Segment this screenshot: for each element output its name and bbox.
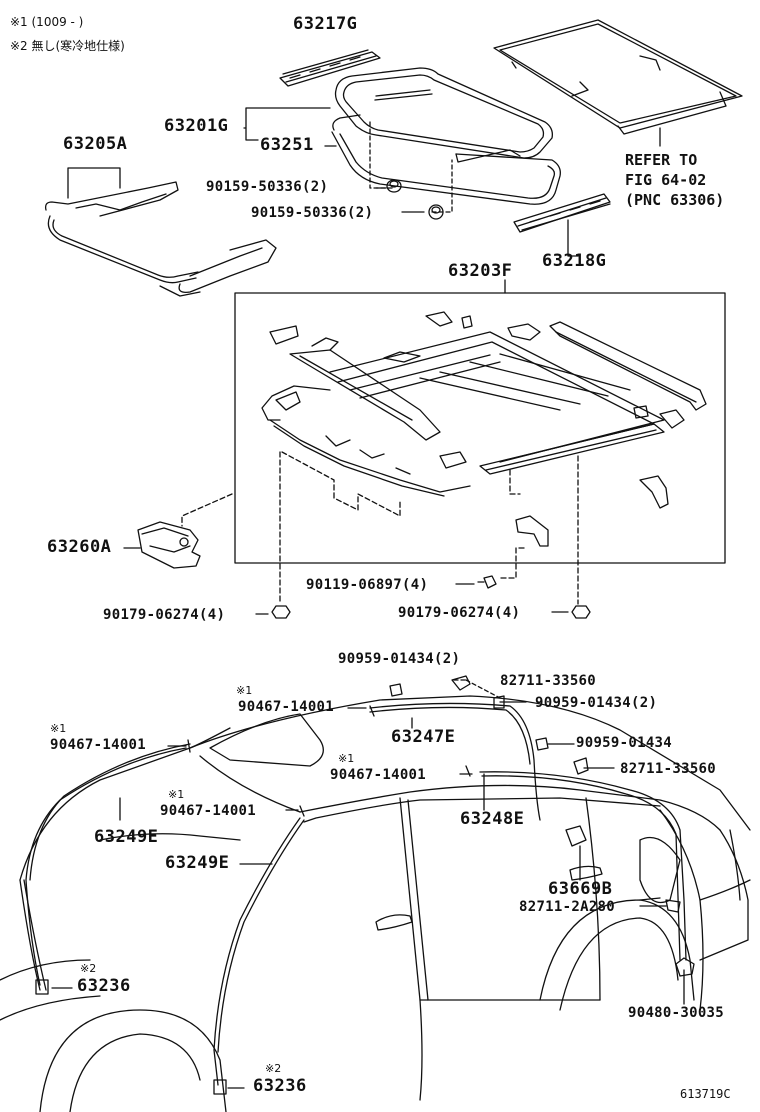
label-90480[interactable]: 90480-30035 <box>628 1005 725 1021</box>
label-63218g[interactable]: 63218G <box>542 251 607 271</box>
label-63236-b[interactable]: 63236 <box>253 1076 307 1096</box>
refer-line-2: FIG 64-02 <box>625 171 707 189</box>
frame-dashed-leaders <box>181 451 579 605</box>
figure-id: 613719C <box>680 1087 731 1101</box>
label-90959-a[interactable]: 90959-01434(2) <box>338 651 461 667</box>
label-63669b[interactable]: 63669B <box>548 879 613 899</box>
refer-note[interactable]: REFER TO FIG 64-02 (PNC 63306) <box>625 150 724 210</box>
label-63260a[interactable]: 63260A <box>47 537 112 557</box>
label-63251[interactable]: 63251 <box>260 135 314 155</box>
label-90467-b[interactable]: 90467-14001 <box>50 737 147 753</box>
mark-1-c: ※1 <box>338 752 355 765</box>
car-body-drawing <box>0 695 751 1112</box>
drain-hose-drawings <box>25 702 687 1086</box>
mark-2-b: ※2 <box>265 1062 282 1075</box>
sunroof-glass-63201g-drawing <box>334 67 553 159</box>
label-90159-b[interactable]: 90159-50336(2) <box>251 205 374 221</box>
weatherstrip-63251-drawing <box>331 114 561 205</box>
sunshade-drawing <box>493 19 743 135</box>
mark-2-a: ※2 <box>80 962 97 975</box>
label-63236-a[interactable]: 63236 <box>77 976 131 996</box>
label-82711-c[interactable]: 82711-2A280 <box>519 899 616 915</box>
label-90467-d[interactable]: 90467-14001 <box>160 803 257 819</box>
label-63249e-b[interactable]: 63249E <box>165 853 230 873</box>
mark-1-d: ※1 <box>168 788 185 801</box>
deflector-63217g-drawing <box>279 49 381 87</box>
strip-63218g-drawing <box>513 193 611 257</box>
label-63203f[interactable]: 63203F <box>448 261 513 281</box>
frame-63203f-box <box>234 292 726 564</box>
label-90467-a[interactable]: 90467-14001 <box>238 699 335 715</box>
mark-1-b: ※1 <box>50 722 67 735</box>
note-1: ※1 (1009 - ) <box>10 15 84 29</box>
label-63249e-a[interactable]: 63249E <box>94 827 159 847</box>
label-90179-a[interactable]: 90179-06274(4) <box>103 607 226 623</box>
refer-line-3: (PNC 63306) <box>625 191 725 209</box>
note-2: ※2 無し(寒冷地仕様) <box>10 39 125 53</box>
label-90119[interactable]: 90119-06897(4) <box>306 577 429 593</box>
label-82711-b[interactable]: 82711-33560 <box>620 761 717 777</box>
label-82711-a[interactable]: 82711-33560 <box>500 673 597 689</box>
fastener-drawings-middle <box>255 575 591 619</box>
car-leader-lines <box>51 679 685 1089</box>
car-clip-drawings <box>35 675 695 1095</box>
sunroof-frame-drawing <box>261 311 707 509</box>
label-63247e[interactable]: 63247E <box>391 727 456 747</box>
bolt-90159-drawings <box>386 179 444 220</box>
motor-63260a-drawing <box>123 521 201 569</box>
side-rail-63205a-drawing <box>44 167 277 297</box>
label-63205a[interactable]: 63205A <box>63 134 128 154</box>
label-63201g[interactable]: 63201G <box>164 116 229 136</box>
label-90159-a[interactable]: 90159-50336(2) <box>206 179 329 195</box>
label-90959-b[interactable]: 90959-01434(2) <box>535 695 658 711</box>
refer-line-1: REFER TO <box>625 151 698 169</box>
label-63217g[interactable]: 63217G <box>293 14 358 34</box>
label-90467-c[interactable]: 90467-14001 <box>330 767 427 783</box>
mark-1-a: ※1 <box>236 684 253 697</box>
label-90179-b[interactable]: 90179-06274(4) <box>398 605 521 621</box>
label-63248e[interactable]: 63248E <box>460 809 525 829</box>
label-90959-c[interactable]: 90959-01434 <box>576 735 673 751</box>
